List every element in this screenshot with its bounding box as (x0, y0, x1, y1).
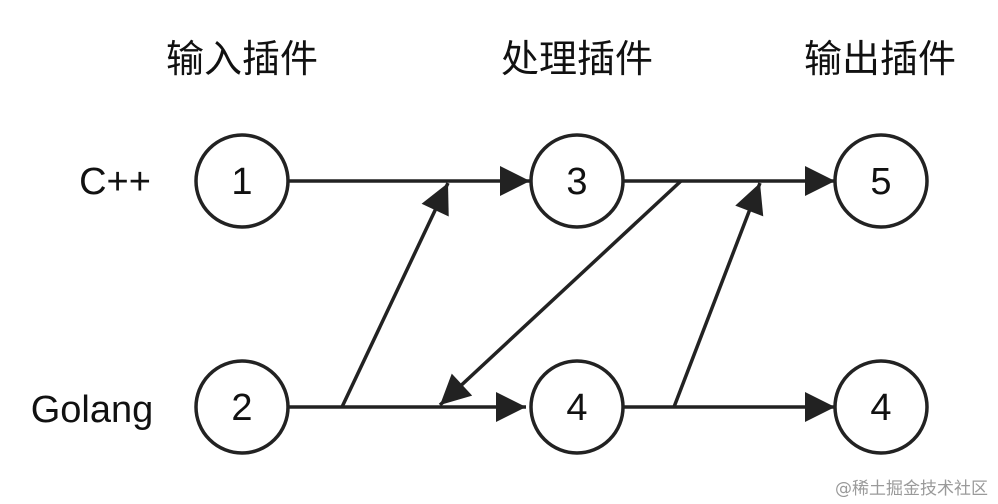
node-1-label: 1 (231, 161, 252, 203)
edge-4-to-5-diagonal (672, 182, 764, 408)
row-label-cpp: C++ (79, 161, 151, 203)
header-output-plugins: 输出插件 (804, 37, 956, 81)
node-3-label: 3 (566, 161, 587, 203)
node-2: 2 (194, 359, 290, 455)
edge-3-to-4-diagonal (438, 179, 683, 407)
header-input-plugins: 输入插件 (166, 37, 318, 81)
node-3: 3 (529, 133, 625, 229)
row-label-golang: Golang (31, 389, 154, 431)
header-process-plugins: 处理插件 (501, 37, 653, 81)
node-1: 1 (194, 133, 290, 229)
node-6-label: 4 (870, 387, 891, 429)
node-2-label: 2 (231, 387, 252, 429)
node-4: 4 (529, 359, 625, 455)
watermark-text: @稀土掘金技术社区 (835, 479, 988, 499)
node-6: 4 (833, 359, 929, 455)
node-4-label: 4 (566, 387, 587, 429)
node-5-label: 5 (870, 161, 891, 203)
edge-2-to-3-diagonal (340, 182, 450, 408)
node-5: 5 (833, 133, 929, 229)
